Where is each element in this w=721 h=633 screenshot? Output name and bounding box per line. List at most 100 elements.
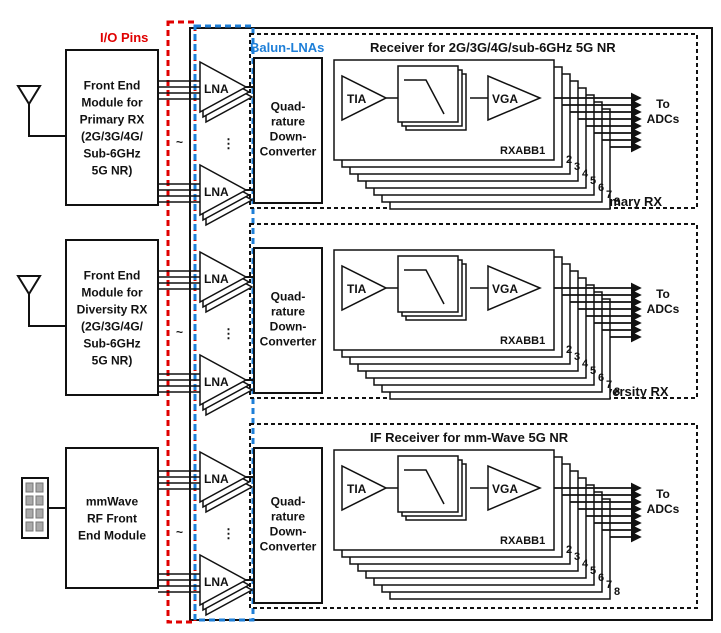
receiver-row-1: Receiver for 2G/3G/4G/sub-6GHz 5G NRPrim… [16, 33, 698, 227]
receiver-outer-frame [189, 27, 713, 621]
front-end-label: Front End [84, 269, 141, 283]
front-end-module [65, 447, 159, 589]
path-number: 5 [590, 565, 596, 577]
path-number: 4 [582, 168, 589, 180]
lna-icon [199, 553, 248, 607]
rxabb-label: RXABB1 [500, 145, 545, 157]
front-end-label: End Module [78, 529, 146, 543]
antenna-element [35, 495, 44, 506]
front-end-module [65, 239, 159, 396]
path-number: 2 [566, 544, 572, 556]
antenna-element [25, 521, 34, 532]
antenna-element [25, 495, 34, 506]
antenna-element [35, 482, 44, 493]
lna-icon [199, 250, 248, 304]
lna-label: LNA [204, 375, 229, 389]
tia-label: TIA [347, 92, 367, 106]
rxabb-label: RXABB1 [500, 335, 545, 347]
quadrature-downconverter [253, 57, 323, 204]
lna-label: LNA [204, 82, 229, 96]
path-number: 3 [574, 351, 580, 363]
antenna-feed-line [28, 104, 66, 137]
to-adcs-label: To [656, 487, 670, 501]
antenna-element [35, 508, 44, 519]
filter-response-icon [404, 269, 445, 305]
lna-dots: ⋮ [222, 526, 235, 541]
tia-icon [341, 464, 388, 512]
receiver-title: IF Receiver for mm-Wave 5G NR [370, 430, 569, 445]
to-adcs-label: To [656, 287, 670, 301]
tia-icon [341, 264, 388, 312]
path-number: 8 [614, 586, 620, 598]
front-end-label: Module for [81, 96, 143, 110]
to-adcs-label: ADCs [647, 502, 680, 516]
lna-label: LNA [204, 185, 229, 199]
lna-icon [199, 163, 248, 217]
vga-label: VGA [492, 282, 518, 296]
filter-block [397, 455, 459, 513]
lna-label: LNA [204, 575, 229, 589]
downconverter-label: rature [271, 305, 305, 319]
path-number: 8 [614, 196, 620, 208]
front-end-label: (2G/3G/4G/ [81, 130, 144, 144]
front-end-label: Diversity RX [77, 303, 148, 317]
front-end-module [65, 49, 159, 206]
downconverter-label: Down- [270, 130, 307, 144]
antenna-element [25, 482, 34, 493]
downconverter-label: Quad- [271, 495, 306, 509]
tia-label: TIA [347, 482, 367, 496]
path-number: 2 [566, 344, 572, 356]
path-number: 6 [598, 182, 604, 194]
pin-tilde: ~ [176, 325, 183, 339]
downconverter-label: Converter [260, 145, 317, 159]
lna-label: LNA [204, 472, 229, 486]
filter-block [397, 65, 459, 123]
antenna-icon [16, 85, 42, 106]
path-number: 3 [574, 161, 580, 173]
downconverter-label: Converter [260, 335, 317, 349]
path-number: 6 [598, 572, 604, 584]
antenna-element [25, 508, 34, 519]
lna-icon [199, 60, 248, 114]
lna-dots: ⋮ [222, 326, 235, 341]
filter-response-icon [404, 79, 445, 115]
front-end-label: 5G NR) [92, 164, 133, 178]
io-pins-region [166, 20, 197, 624]
front-end-label: RF Front [87, 512, 137, 526]
path-number: 7 [606, 379, 612, 391]
vga-icon [487, 74, 542, 122]
path-number: 4 [582, 358, 589, 370]
vga-label: VGA [492, 482, 518, 496]
path-number: 5 [590, 175, 596, 187]
lna-label: LNA [204, 272, 229, 286]
lna-icon [199, 353, 248, 407]
downconverter-label: Down- [270, 320, 307, 334]
front-end-label: Primary RX [80, 113, 145, 127]
front-end-label: (2G/3G/4G/ [81, 320, 144, 334]
rx-label: Diversity RX [592, 384, 669, 399]
downconverter-label: Down- [270, 525, 307, 539]
vga-icon [487, 264, 542, 312]
tia-label: TIA [347, 282, 367, 296]
antenna-element [35, 521, 44, 532]
path-number: 7 [606, 189, 612, 201]
to-adcs-label: ADCs [647, 112, 680, 126]
front-end-label: Module for [81, 286, 143, 300]
path-number: 4 [582, 558, 589, 570]
receiver-boundary [249, 423, 698, 609]
downconverter-label: Converter [260, 540, 317, 554]
path-number: 5 [590, 365, 596, 377]
to-adcs-label: To [656, 97, 670, 111]
filter-block [397, 255, 459, 313]
path-number: 2 [566, 154, 572, 166]
antenna-icon [16, 275, 42, 296]
downconverter-label: Quad- [271, 100, 306, 114]
front-end-label: Sub-6GHz [83, 147, 140, 161]
path-number: 3 [574, 551, 580, 563]
vga-icon [487, 464, 542, 512]
path-number: 8 [614, 386, 620, 398]
front-end-label: Front End [84, 79, 141, 93]
downconverter-label: rature [271, 115, 305, 129]
